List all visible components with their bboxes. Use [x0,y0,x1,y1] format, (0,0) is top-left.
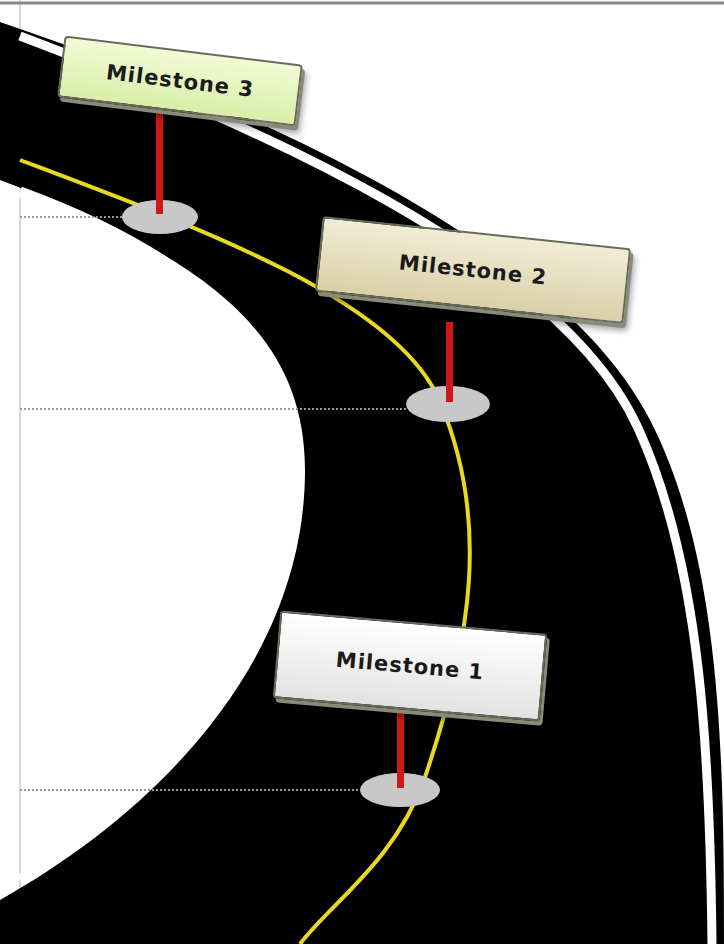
road-edge-line [20,192,292,880]
road-surface [0,22,724,944]
milestone-label: Milestone 1 [335,648,485,685]
milestone-label: Milestone 2 [398,250,548,289]
sign-pole [397,712,404,788]
milestone-label: Milestone 3 [105,60,255,102]
sign-pole [446,322,453,402]
leader-line [20,408,406,410]
leader-line [20,216,125,218]
frame-edge [0,2,724,5]
sign-pole [156,108,163,214]
leader-line [20,789,360,791]
road-edge-line [20,36,712,944]
